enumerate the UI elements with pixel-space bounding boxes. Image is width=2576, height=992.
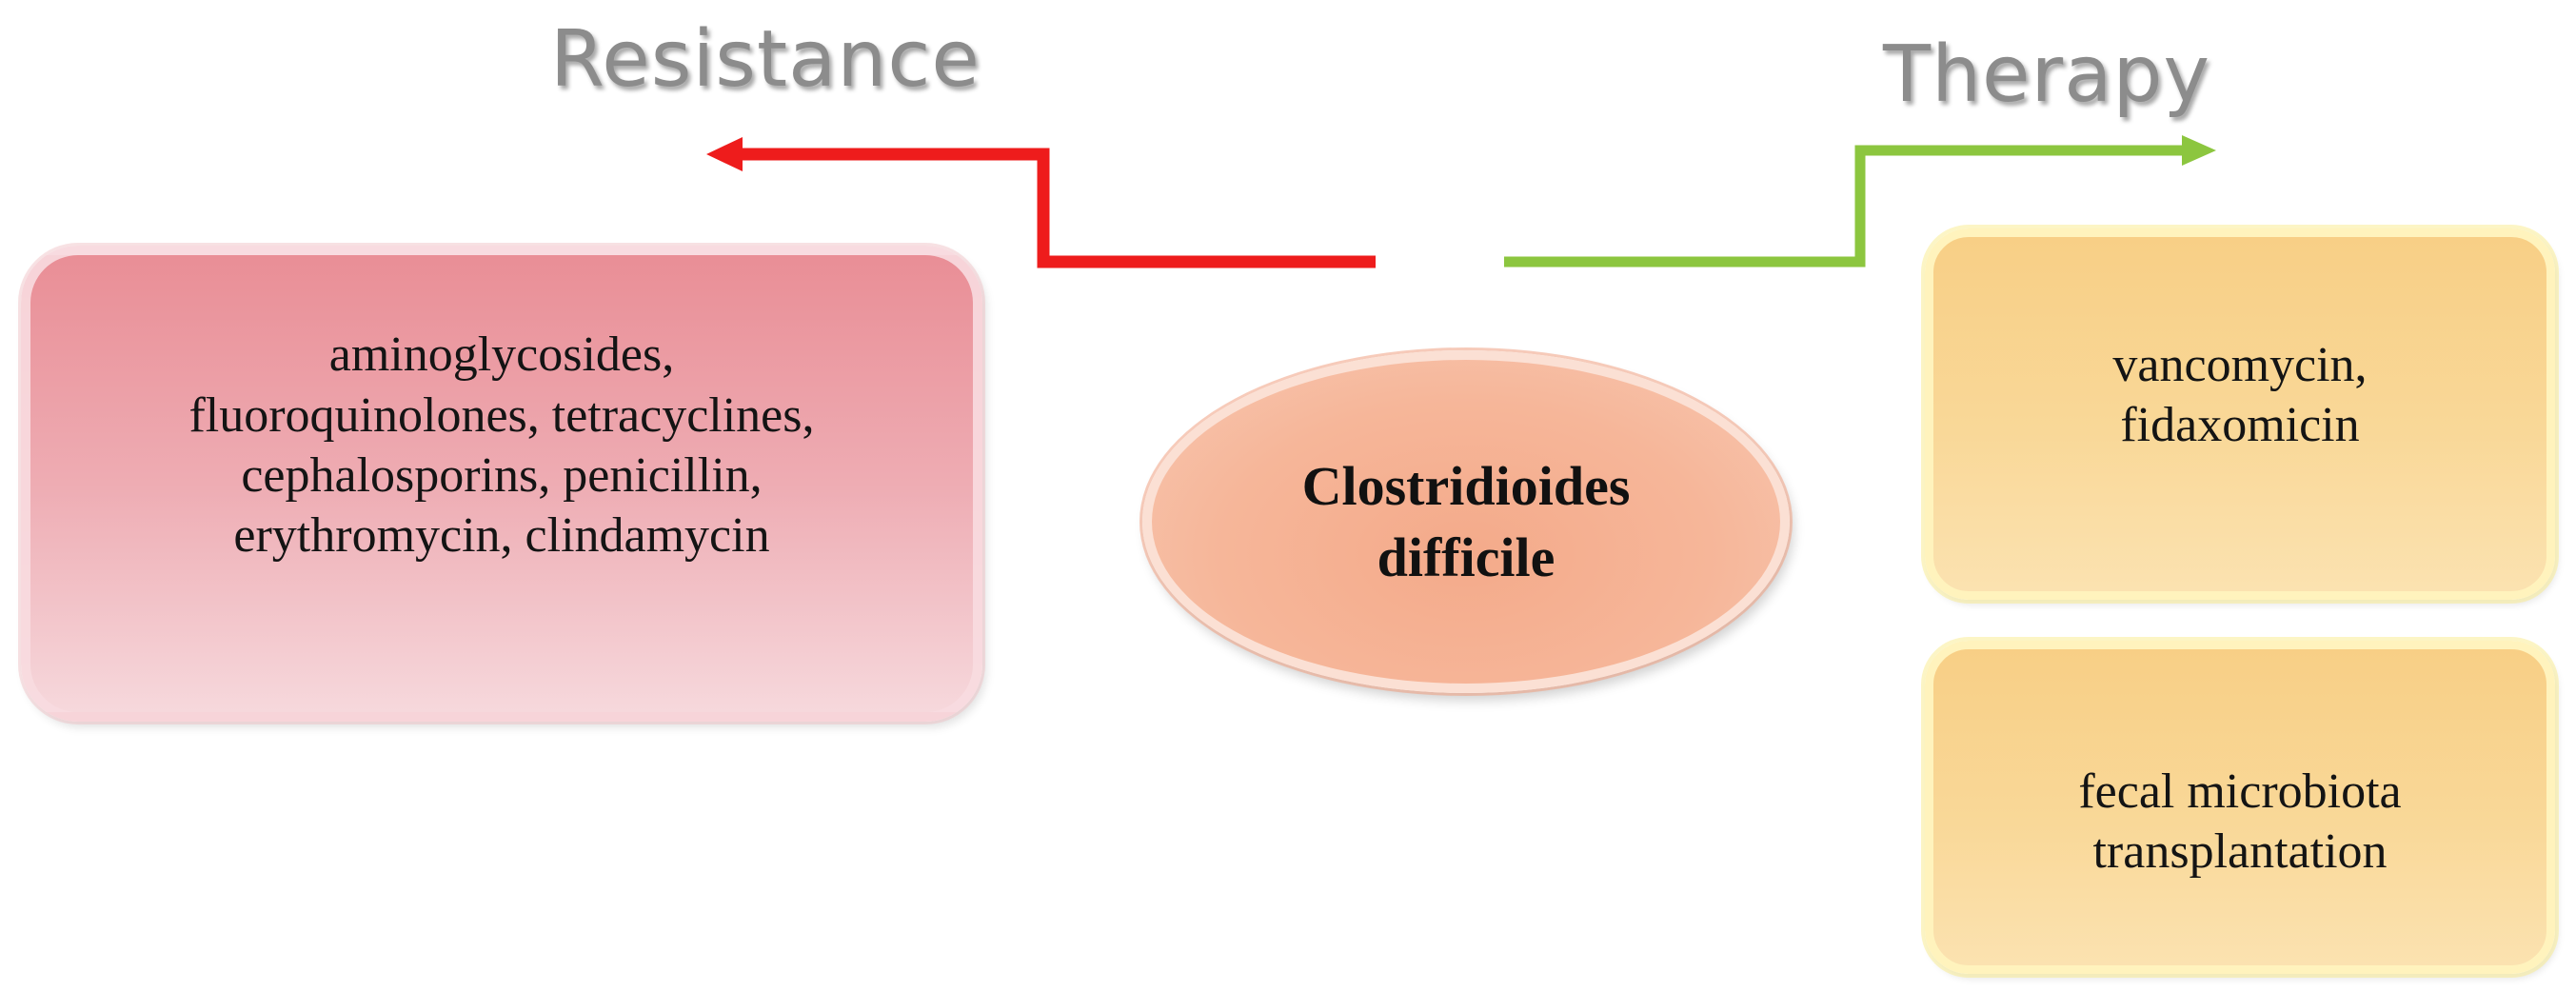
- therapy-box-antibiotics: vancomycin, fidaxomicin: [1925, 228, 2555, 600]
- resistance-box: aminoglycosides, fluoroquinolones, tetra…: [21, 246, 982, 722]
- resistance-arrow: [733, 148, 1376, 268]
- therapy-arrow: [1504, 145, 2190, 268]
- therapy-box-fmt: fecal microbiota transplantation: [1925, 641, 2555, 974]
- resistance-heading: Resistance: [550, 14, 981, 105]
- resistance-arrowhead: [706, 137, 743, 171]
- therapy-heading: Therapy: [1883, 30, 2211, 120]
- center-label: Clostridioides difficile: [1301, 454, 1631, 588]
- therapy-arrowhead: [2182, 135, 2216, 166]
- therapy-fmt-text: fecal microbiota transplantation: [2078, 764, 2402, 879]
- therapy-antibiotics-text: vancomycin, fidaxomicin: [2112, 337, 2368, 452]
- clostridioides-difficile-node: Clostridioides difficile: [1142, 350, 1790, 693]
- resistance-antibiotics-text: aminoglycosides, fluoroquinolones, tetra…: [188, 327, 815, 564]
